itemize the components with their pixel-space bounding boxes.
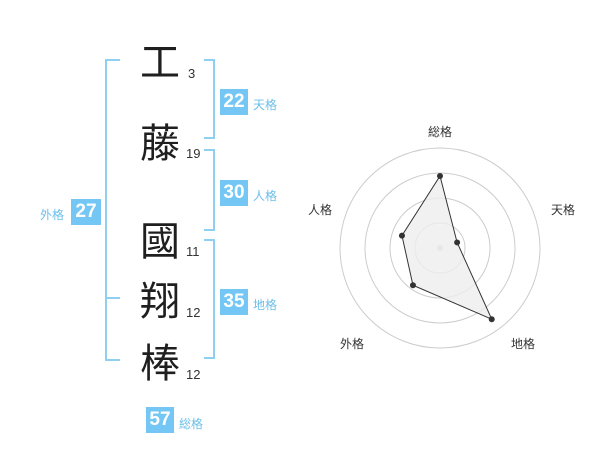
chikaku-label: 地格 — [253, 298, 278, 312]
tenkaku-bracket — [204, 59, 215, 139]
gaikaku-label: 外格 — [40, 208, 65, 222]
stroke-count-2: 19 — [186, 146, 201, 161]
name-char-2: 藤 — [140, 121, 180, 167]
radar-axis-label-jinkaku: 人格 — [308, 203, 333, 217]
radar-series-area — [401, 174, 493, 321]
stroke-count-5: 12 — [186, 367, 201, 382]
soukaku-label: 総格 — [179, 417, 204, 431]
name-char-4: 翔 — [140, 279, 180, 325]
radar-ring — [339, 147, 541, 349]
chikaku-value: 35 — [220, 289, 248, 315]
jinkaku-bracket — [204, 149, 215, 231]
tenkaku-value: 22 — [220, 89, 248, 115]
chikaku-bracket — [204, 239, 215, 359]
tenkaku-label: 天格 — [253, 98, 278, 112]
stroke-count-4: 12 — [186, 305, 201, 320]
name-char-1: 工 — [140, 40, 180, 86]
jinkaku-value: 30 — [220, 180, 248, 206]
radar-axis-label-soukaku: 総格 — [428, 125, 453, 139]
radar-point-1 — [437, 173, 443, 179]
gaikaku-bracket — [105, 59, 120, 361]
radar-point-5 — [398, 232, 405, 239]
name-char-3: 國 — [140, 219, 180, 265]
gaikaku-value: 27 — [71, 199, 101, 225]
radar-axis-label-tenkaku: 天格 — [551, 203, 576, 217]
radar-axis-label-chikaku: 地格 — [511, 337, 536, 351]
radar-axis-label-gaikaku: 外格 — [340, 337, 365, 351]
radar-point-3 — [488, 316, 495, 323]
stroke-count-1: 3 — [188, 66, 196, 81]
name-char-5: 棒 — [140, 341, 180, 387]
stroke-count-3: 11 — [186, 244, 200, 259]
radar-point-2 — [454, 239, 461, 246]
soukaku-value: 57 — [146, 407, 174, 433]
radar-point-4 — [409, 282, 416, 289]
jinkaku-label: 人格 — [253, 189, 278, 203]
